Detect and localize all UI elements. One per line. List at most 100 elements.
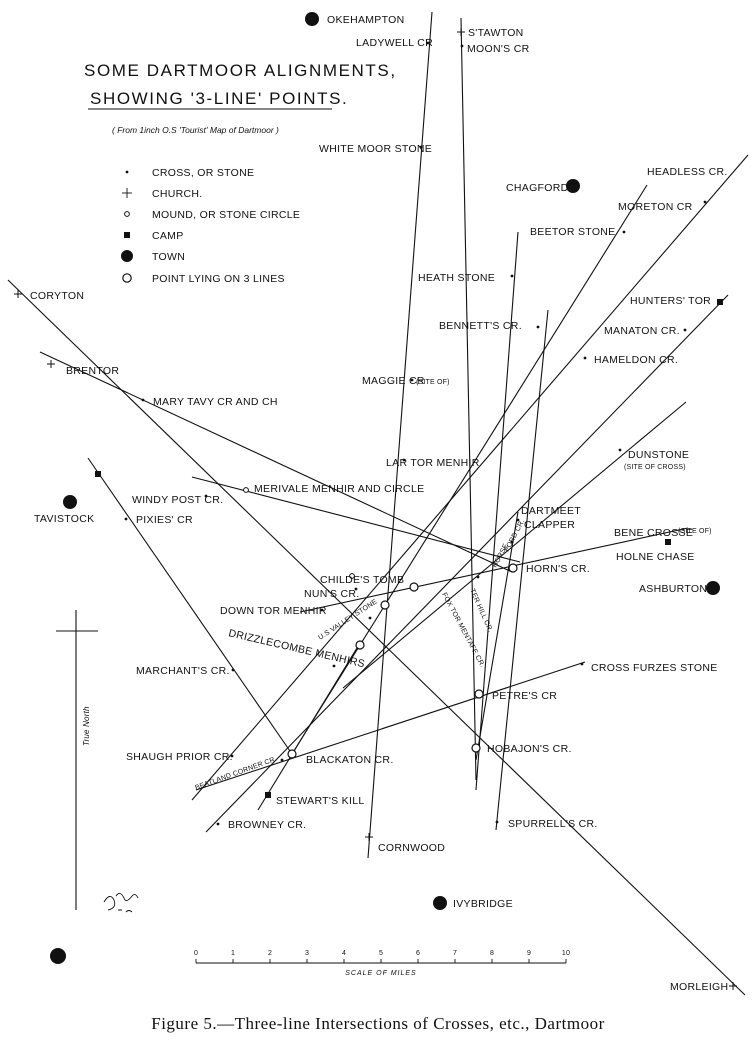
legend-label: TOWN — [152, 251, 185, 263]
alignment-coryton-morleigh — [7, 279, 746, 996]
town-marker-ashburton — [706, 581, 720, 595]
alignment-brentor-horns — [39, 351, 513, 573]
label-white-moor-stone: WHITE MOOR STONE — [319, 143, 432, 155]
stone-marker-ladywell — [426, 41, 430, 45]
label-stewarts-kill: STEWART'S KILL — [276, 795, 364, 807]
label-down-tor: DOWN TOR MENHIR — [220, 605, 327, 617]
towns — [50, 12, 720, 964]
alignment-ladywell-cornwood — [367, 11, 433, 859]
artist-signature — [103, 893, 139, 913]
three-line-point-blackaton — [287, 749, 297, 759]
church-marker-brentor — [47, 360, 55, 368]
alignment-moreton-blackaton — [291, 184, 648, 755]
alignment-headless-beatland — [191, 154, 749, 801]
title-line-2: SHOWING '3-LINE' POINTS. — [90, 89, 348, 108]
church-marker-morleigh — [729, 982, 737, 990]
label-okehampton: OKEHAMPTON — [327, 14, 404, 26]
town-marker-okehampton — [305, 12, 319, 26]
label-bene-crosse: BENE CROSSE — [614, 527, 693, 539]
scale-tick-label: 3 — [305, 950, 309, 957]
stone-marker-pixies — [124, 517, 128, 521]
stone-marker-lar-tor — [402, 458, 406, 462]
scale-tick-label: 6 — [416, 950, 420, 957]
label-ford: FORD CR. — [504, 518, 527, 553]
label-mary-tavy: MARY TAVY CR AND CH — [153, 396, 278, 408]
label-marchants: MARCHANT'S CR. — [136, 665, 230, 677]
legend-label: CROSS, OR STONE — [152, 167, 254, 179]
church-marker-stawton — [457, 28, 465, 36]
label-moreton: MORETON CR — [618, 201, 693, 213]
stone-marker-shaugh-prior — [230, 754, 234, 758]
scale-tick-label: 7 — [453, 950, 457, 957]
label-lar-tor: LAR TOR MENHIR — [386, 457, 480, 469]
alignment-bennetts-spurrells — [495, 309, 549, 831]
label-dartmeet: DARTMEET — [521, 505, 581, 517]
three-line-point-hobajons — [471, 743, 481, 753]
label-tavistock: TAVISTOCK — [34, 513, 94, 525]
place-labels: OKEHAMPTON S'TAWTON LADYWELL CR MOON'S C… — [30, 14, 728, 993]
alignment-beatland-cross-furzes — [195, 661, 586, 791]
label-cross-furzes: CROSS FURZES STONE — [591, 662, 718, 674]
legend-symbol-mound — [124, 211, 130, 217]
stone-marker-us-valley — [368, 616, 372, 620]
stone-marker-bennetts — [536, 325, 540, 329]
scale-label: SCALE OF MILES — [345, 970, 416, 977]
label-morleigh: MORLEIGH — [670, 981, 728, 993]
three-line-point-nuns — [380, 600, 390, 610]
scale-tick-label: 2 — [268, 950, 272, 957]
mounds — [243, 487, 355, 579]
camp-marker-bene-crosse — [665, 539, 671, 545]
label-pixies: PIXIES' CR — [136, 514, 193, 526]
label-manaton: MANATON CR. — [604, 325, 680, 337]
alignment-tavistock-blackaton — [87, 457, 293, 755]
mound-marker-merivale — [243, 487, 249, 493]
stone-marker-down-tor — [320, 608, 324, 612]
label-merivale: MERIVALE MENHIR AND CIRCLE — [254, 483, 424, 495]
label-bennetts: BENNETT'S CR. — [439, 320, 522, 332]
church-marker-cornwood — [365, 833, 373, 841]
legend-label: MOUND, OR STONE CIRCLE — [152, 209, 300, 221]
label-beetor-stone: BEETOR STONE — [530, 226, 615, 238]
label-ivybridge: IVYBRIDGE — [453, 898, 513, 910]
stone-marker-ter-hill — [476, 575, 480, 579]
stone-marker-beatland — [280, 758, 284, 762]
title-line-1: SOME DARTMOOR ALIGNMENTS, — [84, 61, 397, 80]
legend-symbol-three-line-point — [122, 273, 132, 283]
stone-marker-white-moor — [419, 145, 423, 149]
stone-marker-manaton — [683, 328, 687, 332]
three-line-point-horns — [508, 563, 518, 573]
label-heath-stone: HEATH STONE — [418, 272, 495, 284]
alignment-beetor-hobajons — [475, 231, 519, 791]
label-dunstone-note: (SITE OF CROSS) — [624, 464, 686, 471]
alignment-hunters-browney — [205, 294, 729, 833]
alignment-dunstone-drizzlecombe — [342, 401, 687, 689]
label-holne-chase: HOLNE CHASE — [616, 551, 695, 563]
label-windy-post: WINDY POST CR. — [132, 494, 223, 506]
legend-label: CAMP — [152, 230, 184, 242]
churches — [14, 28, 737, 990]
label-spurrells: SPURRELL'S CR. — [508, 818, 598, 830]
stone-marker-windy-post — [204, 494, 208, 498]
label-clapper: CLAPPER — [524, 519, 575, 531]
true-north-label: True North — [82, 706, 91, 746]
scale-tick-label: 8 — [490, 950, 494, 957]
alignment-down-tor-bene-crosse — [299, 527, 689, 613]
mound-marker-childes-tomb — [349, 573, 355, 579]
stone-marker-ford — [510, 540, 514, 544]
stone-marker-dunstone — [618, 448, 622, 452]
scale-tick-label: 9 — [527, 950, 531, 957]
camp-marker-near-tavistock — [95, 471, 101, 477]
label-maggie: MAGGIE CR — [362, 375, 425, 387]
label-maggie-note: (SITE OF) — [416, 379, 450, 386]
legend-symbol-church — [122, 188, 132, 198]
legend-symbol-town — [121, 250, 133, 262]
map-title: SOME DARTMOOR ALIGNMENTS, SHOWING '3-LIN… — [84, 61, 397, 135]
legend-label: CHURCH. — [152, 188, 203, 200]
stone-marker-cross-furzes — [580, 662, 584, 666]
alignment-lines — [7, 11, 749, 996]
town-marker-chagford — [566, 179, 580, 193]
label-bene-crosse-note: (SITE OF) — [678, 528, 712, 535]
camps — [95, 299, 723, 798]
label-dunstone: DUNSTONE — [628, 449, 689, 461]
